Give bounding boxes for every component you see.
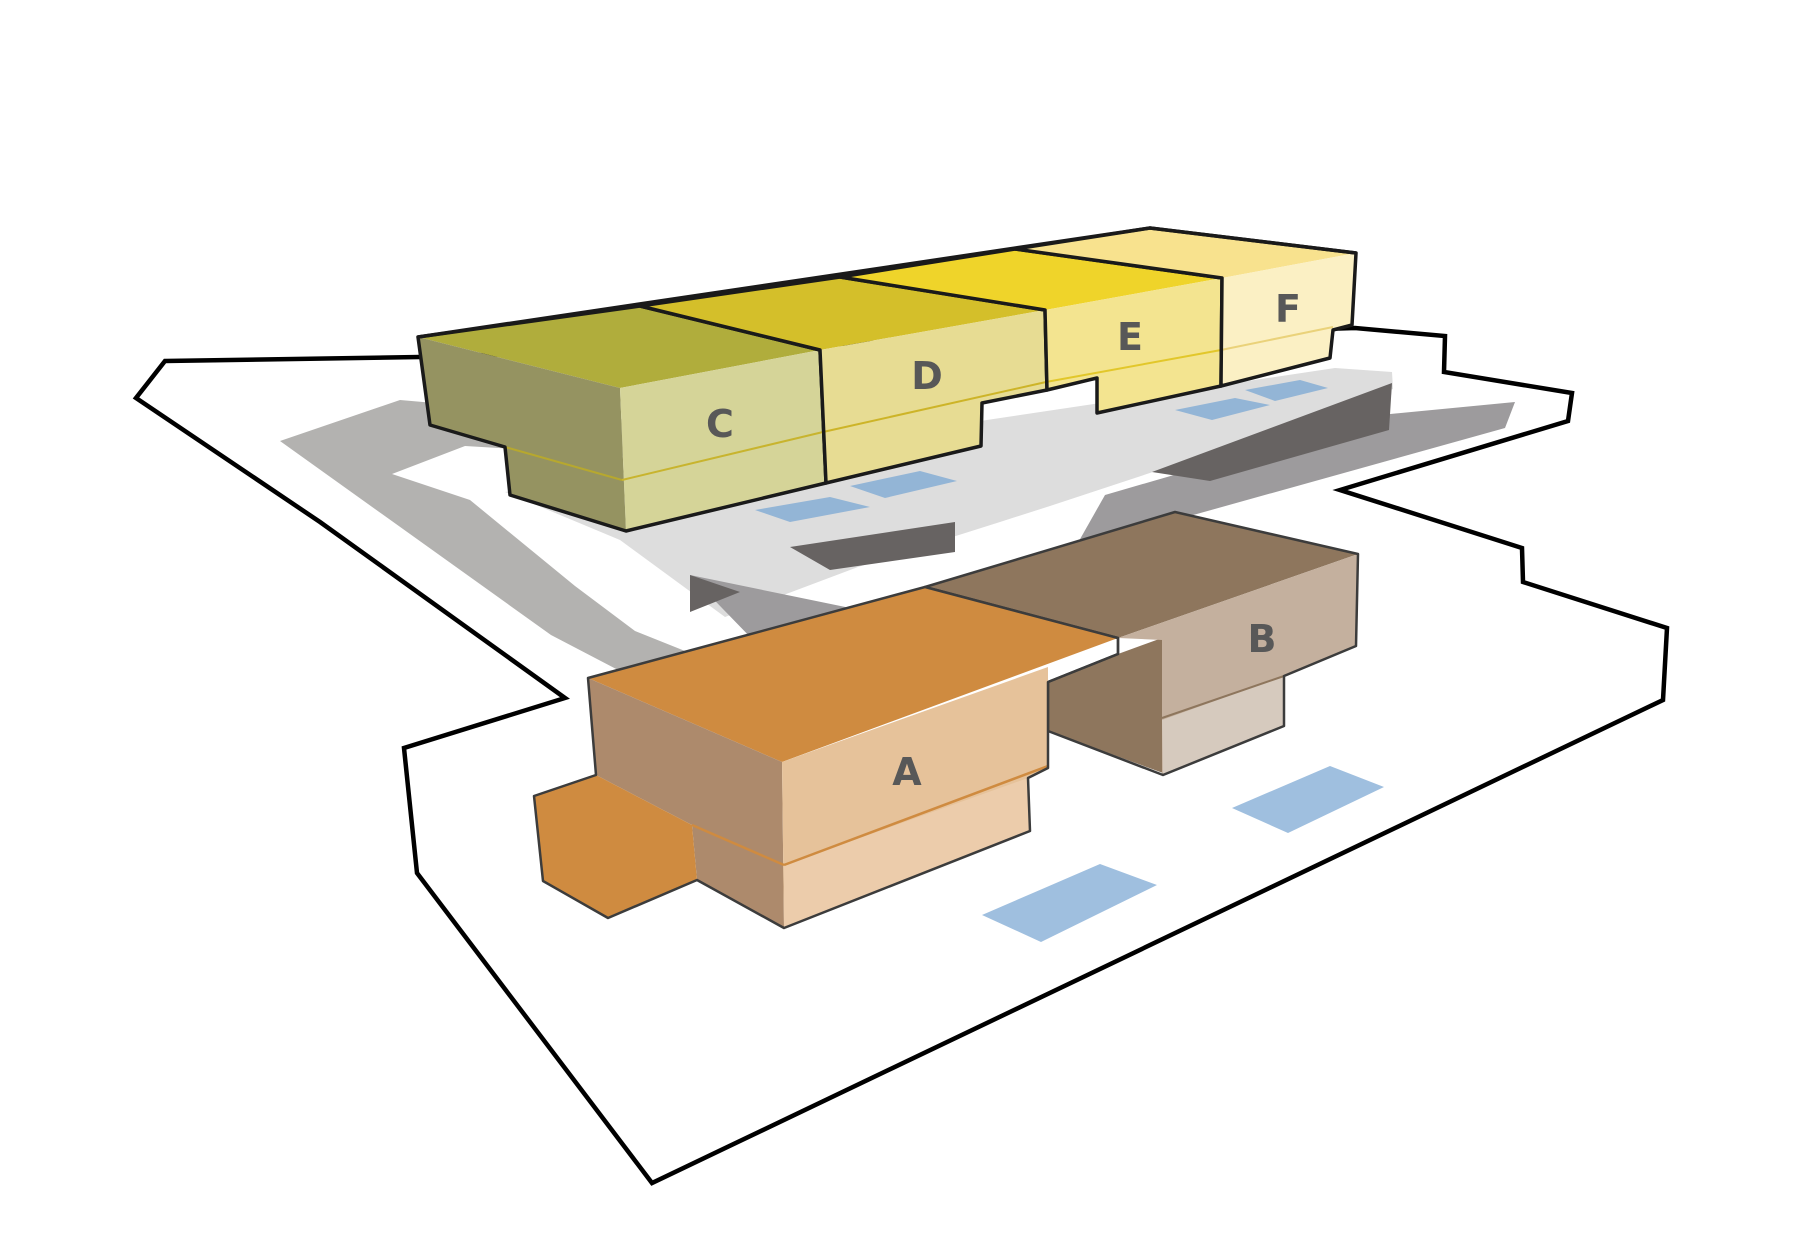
block-a-floor-line-front [783,764,1049,867]
block-e-roof [840,249,1222,310]
block-f: F [1013,226,1358,388]
shadow-east [1075,402,1515,548]
block-d-floor-line [822,381,1047,433]
block-c-label: C [706,402,734,446]
void-3 [1152,383,1392,481]
block-c-front [620,350,826,531]
block-b-label: B [1248,617,1277,661]
block-c-floor-line-front [621,431,824,481]
block-d-label: D [911,354,943,398]
plaza-surface [505,368,1393,617]
void-1 [690,575,740,612]
block-f-roof [1015,228,1356,278]
pool-3 [1175,398,1270,420]
block-f-front [1221,253,1356,386]
block-b-lower [1162,676,1284,775]
shadow-west [280,400,860,671]
pool-1 [755,497,870,522]
block-a-label: A [892,750,922,794]
block-a: A [532,585,1120,930]
upper-row-top-edge [417,226,1357,339]
block-a-floor-line [691,823,785,867]
openings [690,383,1392,612]
pool-6 [982,864,1157,942]
block-e-floor-line [1045,349,1222,383]
block-a-front-lower [784,778,1030,928]
block-d-front [820,310,1047,483]
block-c-floor-line [504,446,623,481]
void-2 [790,522,955,570]
block-e: E [838,247,1224,415]
block-f-floor-line [1220,326,1334,351]
block-a-annex [534,775,697,918]
block-c-side [418,337,626,531]
water-features [755,380,1384,942]
block-a-side [588,678,784,928]
block-a-outline [532,585,1120,930]
pool-5 [1232,766,1384,833]
block-f-label: F [1275,287,1301,331]
block-b: B [923,510,1360,777]
pool-4 [1245,380,1328,401]
block-b-floor-line [1161,675,1285,719]
pool-2 [850,471,957,498]
block-b-roof [925,512,1358,638]
block-e-label: E [1117,315,1143,359]
block-a-roof [588,587,1118,762]
ground-shadows [280,400,1515,671]
